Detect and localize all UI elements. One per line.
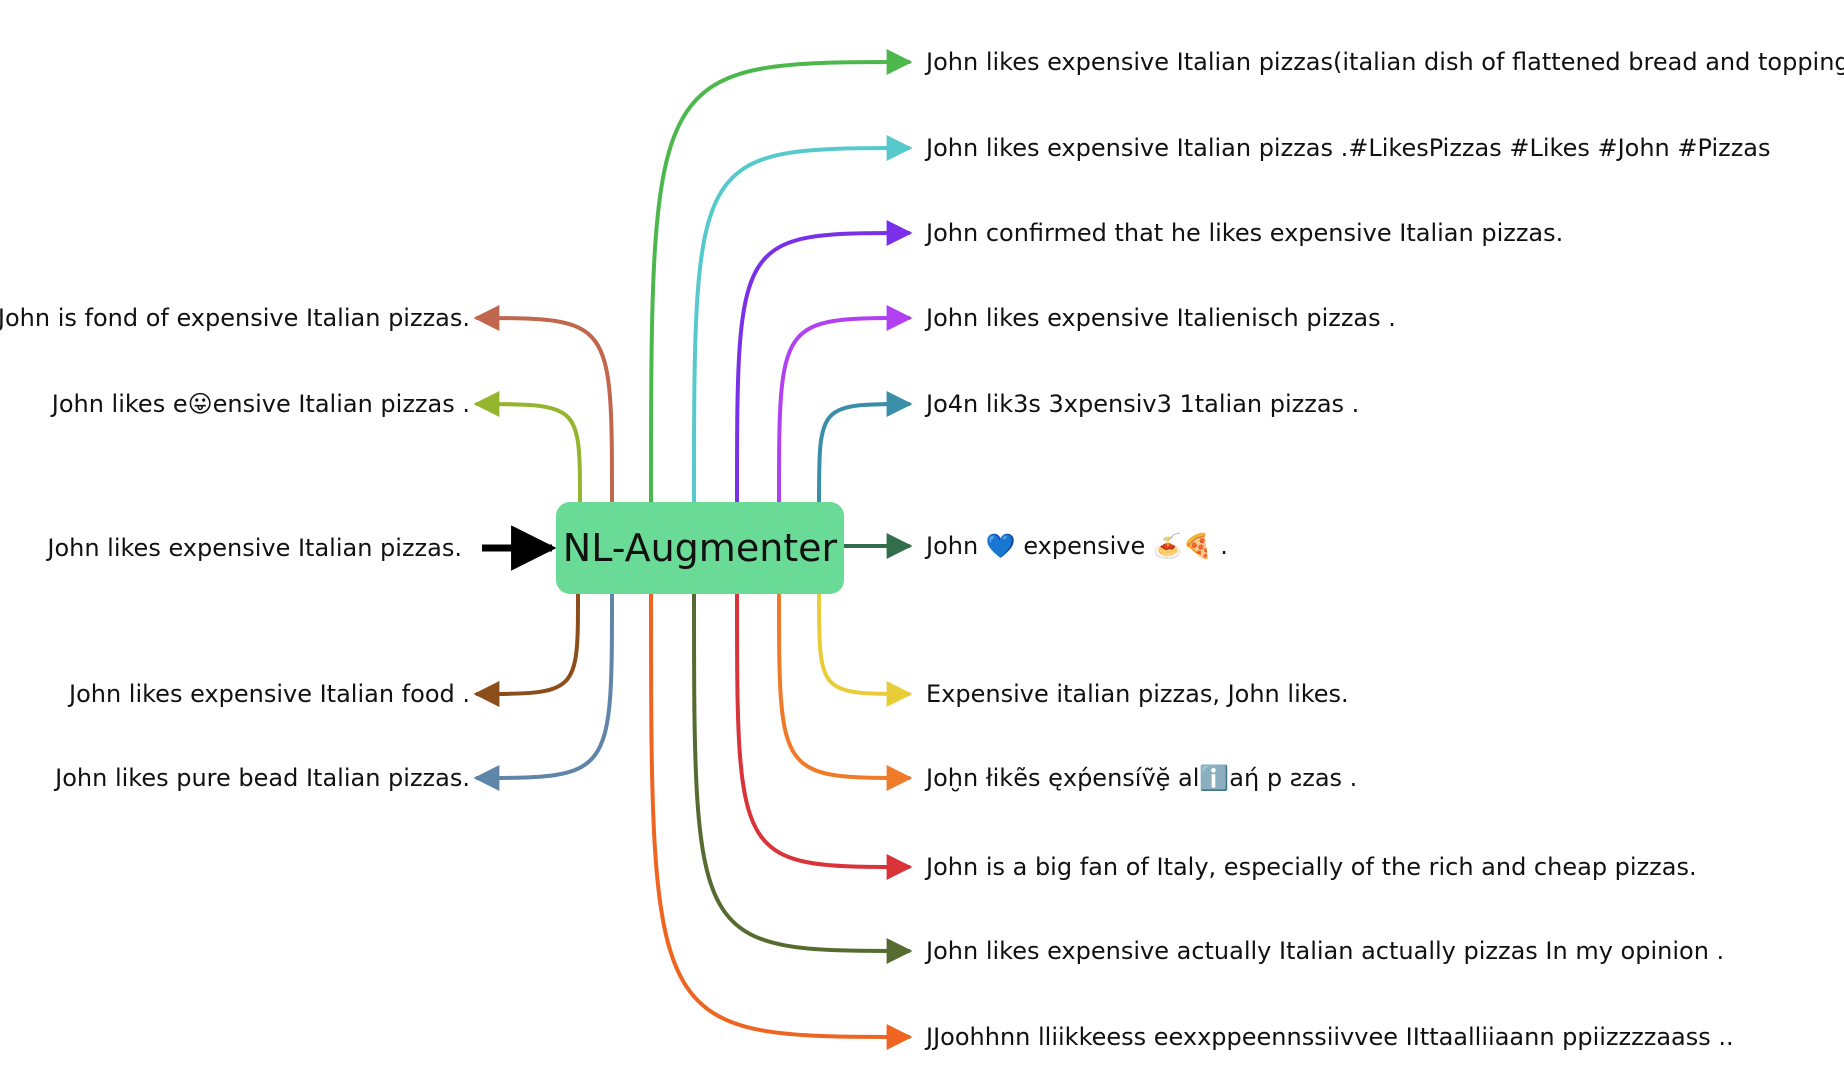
right-output-label-2: John confirmed that he likes expensive I…	[926, 219, 1564, 247]
left-output-arrow-1	[473, 391, 582, 503]
left-output-arrow-2	[473, 593, 580, 707]
right-output-label-9: John likes expensive actually Italian ac…	[926, 937, 1725, 965]
right-output-arrow-6	[817, 593, 913, 707]
right-output-arrow-1	[692, 135, 913, 503]
right-output-arrow-8	[735, 593, 913, 880]
center-node: NL-Augmenter	[556, 502, 844, 594]
left-output-label-0: John is fond of expensive Italian pizzas…	[0, 304, 470, 332]
right-output-label-3: John likes expensive Italienisch pizzas …	[926, 304, 1396, 332]
left-output-label-1: John likes e😛ensive Italian pizzas .	[51, 390, 470, 418]
right-output-arrow-3	[777, 305, 913, 503]
right-output-label-0: John likes expensive Italian pizzas(ital…	[926, 48, 1844, 76]
right-output-label-4: Jo4n lik3s 3xpensiv3 1talian pizzas .	[926, 390, 1360, 418]
input-sentence-label: John likes expensive Italian pizzas.	[47, 534, 462, 562]
right-output-arrow-10	[649, 593, 913, 1050]
right-output-arrow-4	[817, 391, 913, 503]
left-output-label-3: John likes pure bead Italian pizzas.	[55, 764, 470, 792]
right-output-label-7: Joḫn łikẽs ęxṕensíṽḝ alℹ️aή p ƨzas .	[926, 764, 1358, 792]
right-output-label-10: JJoohhnn lliikkeess eexxppeennssiivvee I…	[926, 1023, 1734, 1051]
right-output-label-1: John likes expensive Italian pizzas .#Li…	[926, 134, 1771, 162]
left-output-label-2: John likes expensive Italian food .	[68, 680, 470, 708]
right-output-arrow-9	[692, 593, 913, 964]
edges-group	[473, 49, 913, 1050]
right-output-arrow-2	[735, 220, 913, 503]
right-output-arrow-7	[777, 593, 913, 791]
center-node-label: NL-Augmenter	[562, 526, 838, 570]
right-output-label-5: John 💙 expensive 🍝🍕 .	[926, 532, 1228, 560]
right-output-arrow-0	[649, 49, 913, 503]
left-output-arrow-0	[473, 305, 614, 503]
right-output-label-6: Expensive italian pizzas, John likes.	[926, 680, 1349, 708]
left-output-arrow-3	[473, 593, 614, 791]
right-output-label-8: John is a big fan of Italy, especially o…	[926, 853, 1697, 881]
